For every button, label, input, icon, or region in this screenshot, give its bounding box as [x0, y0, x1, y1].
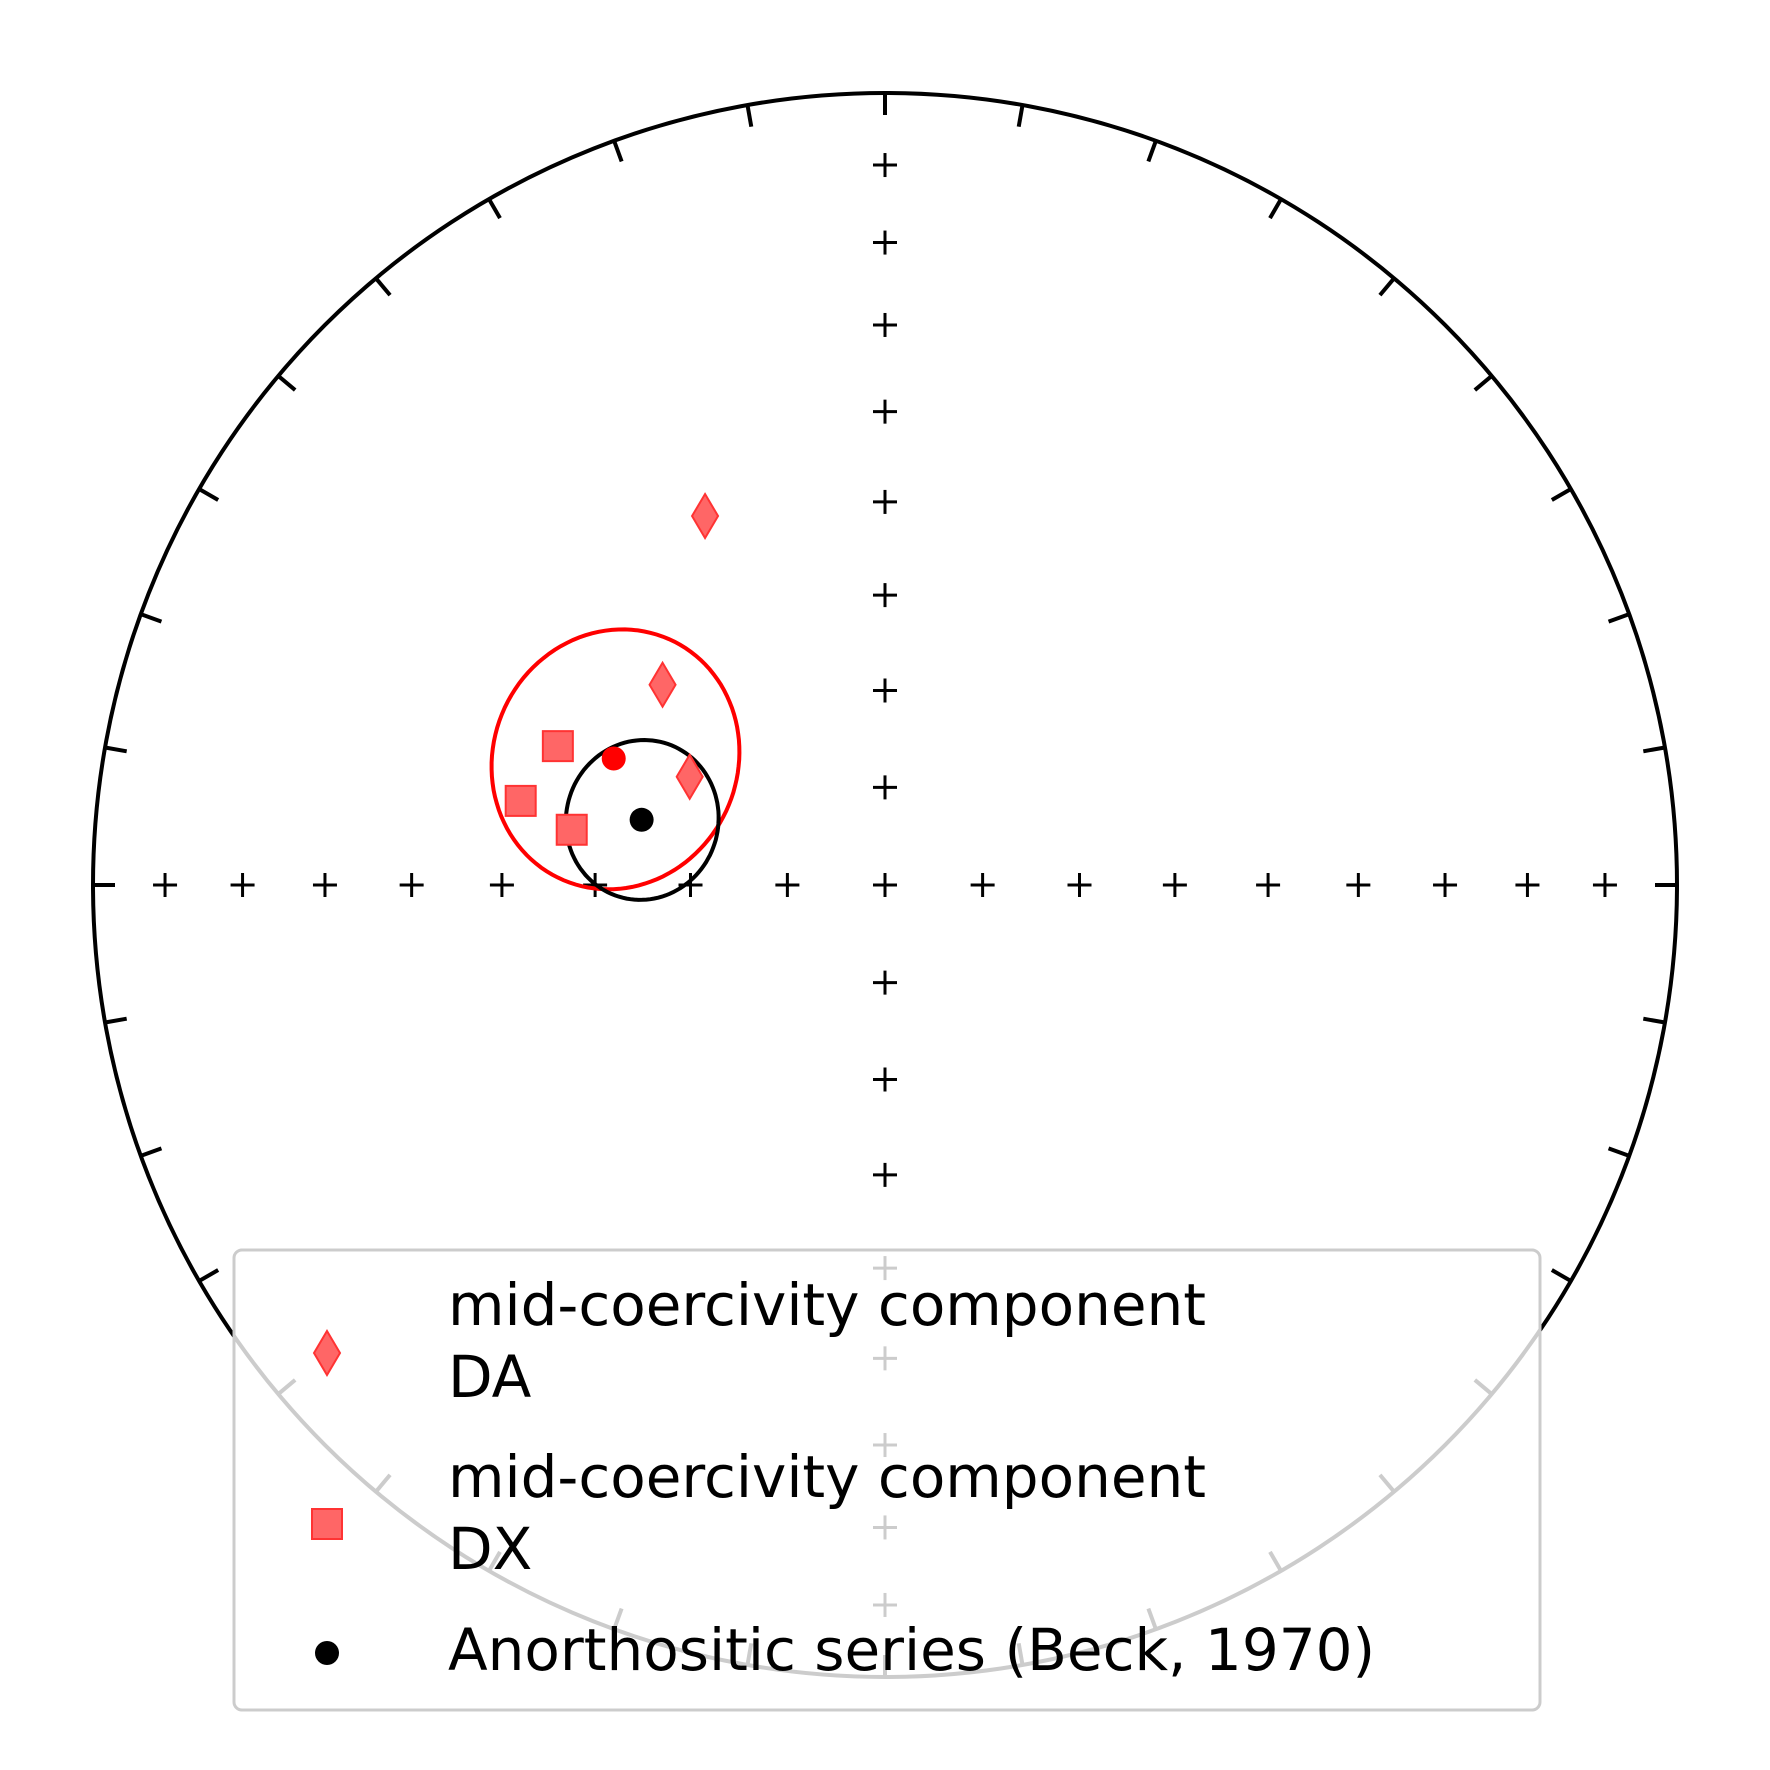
da-point [648, 660, 677, 709]
grid-cross [1346, 873, 1371, 897]
grid-cross [873, 678, 897, 703]
legend-da-label: mid-coercivity component [448, 1271, 1206, 1339]
azimuth-tick [612, 140, 624, 163]
azimuth-tick [1473, 374, 1493, 392]
azimuth-tick [140, 612, 163, 624]
grid-cross [1433, 873, 1458, 897]
azimuth-tick [1642, 1016, 1666, 1025]
legend: mid-coercivity componentDAmid-coercivity… [232, 1248, 1542, 1712]
azimuth-tick [104, 1016, 128, 1025]
legend-dx-marker [311, 1508, 343, 1540]
grid-cross [1067, 873, 1092, 897]
grid-cross [1515, 873, 1540, 897]
legend-dx-label: mid-coercivity component [448, 1443, 1206, 1511]
azimuth-tick [745, 104, 754, 128]
da-point [690, 492, 720, 541]
azimuth-tick [1378, 277, 1396, 297]
legend-da-label: DA [448, 1343, 532, 1411]
reference-point [629, 807, 654, 832]
grid-cross [873, 873, 897, 897]
azimuth-tick [1642, 745, 1666, 754]
azimuth-tick [198, 1268, 220, 1283]
grid-cross [873, 489, 897, 514]
azimuth-tick [1016, 104, 1025, 128]
azimuth-tick [1607, 612, 1630, 624]
grid-cross [873, 153, 897, 178]
reference-a95-circle [563, 737, 721, 902]
legend-box [232, 1248, 1542, 1712]
grid-cross [230, 873, 255, 897]
azimuth-tick [374, 277, 392, 297]
grid-cross [873, 1067, 897, 1092]
grid-cross [873, 583, 897, 608]
grid-cross [970, 873, 995, 897]
mean-a95-circle [489, 627, 742, 892]
grid-cross [873, 312, 897, 337]
grid-cross [873, 399, 897, 424]
grid-cross [873, 775, 897, 800]
legend-reference-label: Anorthositic series (Beck, 1970) [448, 1616, 1375, 1684]
legend-da-marker [312, 1329, 342, 1377]
azimuth-tick [1550, 1268, 1572, 1283]
confidence-ellipses [489, 627, 742, 902]
mean-point [601, 746, 626, 771]
grid-cross [873, 1162, 897, 1187]
azimuth-tick [1268, 198, 1283, 220]
grid-cross [489, 873, 514, 897]
grid-cross [312, 873, 337, 897]
grid-cross [399, 873, 424, 897]
azimuth-tick [1550, 487, 1572, 502]
azimuth-tick [198, 487, 220, 502]
da-point [675, 752, 704, 801]
azimuth-tick [1146, 140, 1158, 163]
dx-point [555, 813, 588, 846]
grid-cross [1592, 873, 1617, 897]
grid-cross [775, 873, 800, 897]
azimuth-tick [487, 198, 502, 220]
grid-cross [1256, 873, 1281, 897]
grid-cross [873, 230, 897, 255]
legend-reference-marker [315, 1641, 339, 1665]
dx-point [504, 784, 537, 817]
azimuth-tick [277, 374, 297, 392]
legend-dx-label: DX [448, 1515, 532, 1583]
grid-cross [153, 873, 178, 897]
azimuth-tick [1607, 1146, 1630, 1158]
grid-cross [1162, 873, 1187, 897]
azimuth-tick [104, 745, 128, 754]
data-points [504, 492, 720, 846]
azimuth-tick [140, 1146, 163, 1158]
dx-point [541, 730, 574, 763]
grid-cross [873, 970, 897, 995]
